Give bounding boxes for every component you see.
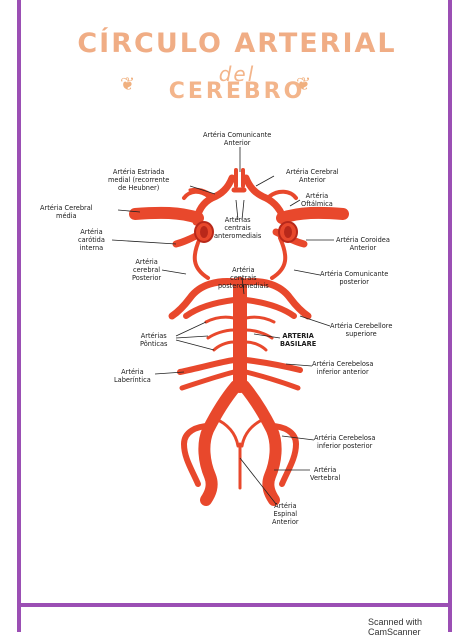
vertebral-left — [198, 380, 242, 506]
fleuron-right-icon: ❦ — [296, 74, 312, 95]
pontine-right-3 — [244, 340, 268, 352]
middle-cerebral-left — [129, 206, 204, 224]
superior-cerebellar-left — [183, 297, 237, 319]
pontine-left-2 — [206, 328, 236, 340]
pontine-right-1 — [244, 315, 276, 324]
ophthalmic-left — [182, 189, 210, 200]
frame-bottom-border — [17, 603, 452, 607]
labyrinthine-left — [177, 357, 237, 375]
posterior-cerebral-left — [168, 278, 240, 320]
pontine-left-3 — [212, 340, 236, 352]
posterior-cerebral-right — [240, 278, 312, 320]
ophthalmic-right — [268, 189, 298, 200]
fleuron-left-icon: ❦ — [120, 74, 136, 95]
posterior-communicating-right — [270, 236, 288, 280]
posterior-communicating-left — [192, 236, 210, 280]
pica-left — [181, 423, 213, 487]
pontine-left-1 — [204, 315, 236, 324]
aica-left — [179, 369, 237, 391]
title-line-3: CEREBRO — [168, 79, 306, 104]
anterior-spinal-left — [212, 416, 240, 448]
pica-right — [267, 423, 299, 487]
aica-right-2 — [243, 369, 301, 391]
frame-left-border — [17, 0, 21, 632]
title-line-1: CÍRCULO ARTERIAL — [77, 28, 397, 59]
middle-cerebral-right — [276, 206, 349, 224]
aica-right — [243, 357, 303, 373]
pontine-right-2 — [244, 328, 274, 340]
anterior-spinal-right — [240, 416, 268, 448]
scanner-watermark: Scanned with CamScanner — [368, 617, 423, 637]
vertebral-right — [238, 380, 282, 506]
title-line-2: del — [218, 62, 256, 86]
superior-cerebellar-right — [243, 297, 297, 319]
frame-right-border — [448, 0, 452, 632]
